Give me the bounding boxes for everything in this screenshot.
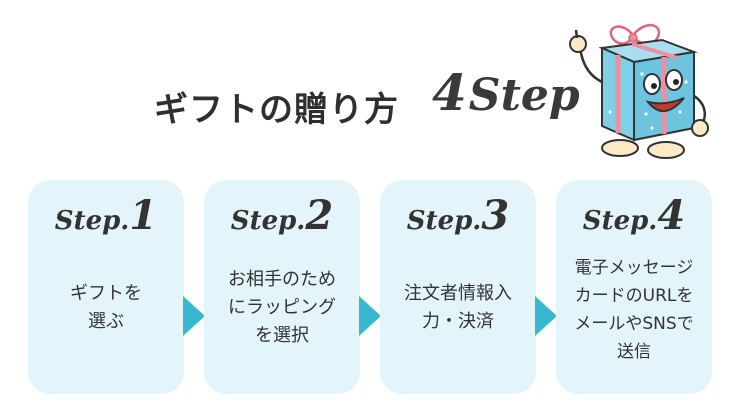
right-arrow-icon [183, 296, 205, 336]
step-label: Step.4 [556, 194, 712, 243]
step-description-line: 力・決済 [422, 311, 494, 332]
step-count-heading: 4Step [432, 68, 580, 118]
step-card-2: Step.2 お相手のため にラッピング を選択 [204, 180, 360, 394]
step-label-number: 4 [657, 192, 686, 239]
step-card-4: Step.4 電子メッセージ カードのURLを メールやSNSで 送信 [556, 180, 712, 394]
step-description-line: メールやSNSで [574, 314, 694, 334]
step-description: お相手のため にラッピング を選択 [208, 266, 356, 350]
page-title: ギフトの贈り方 [154, 90, 399, 130]
step-description-line: 送信 [617, 342, 651, 362]
step-label: Step.2 [204, 194, 360, 243]
step-label-number: 3 [481, 192, 510, 239]
gift-box-mascot-icon [569, 23, 709, 159]
header: ギフトの贈り方 4Step [0, 0, 734, 175]
step-card-3: Step.3 注文者情報入 力・決済 [380, 180, 536, 394]
step-description-line: 選ぶ [88, 311, 124, 332]
step-description-line: 注文者情報入 [404, 283, 512, 304]
step-label-word: Step. [582, 206, 658, 236]
step-description-line: 電子メッセージ [574, 258, 694, 278]
step-count-number: 4 [432, 63, 467, 122]
step-card-1: Step.1 ギフトを 選ぶ [28, 180, 184, 394]
step-description: 注文者情報入 力・決済 [384, 280, 532, 336]
right-arrow-icon [359, 296, 381, 336]
step-label: Step.1 [28, 194, 184, 243]
step-description-line: にラッピング [228, 297, 336, 318]
step-label-number: 1 [129, 192, 158, 239]
right-arrow-icon [535, 296, 557, 336]
step-label-word: Step. [406, 206, 482, 236]
step-label: Step.3 [380, 194, 536, 243]
step-description-line: カードのURLを [574, 286, 694, 306]
step-description: ギフトを 選ぶ [32, 280, 180, 336]
step-label-word: Step. [230, 206, 306, 236]
step-count-word: Step [468, 70, 580, 121]
step-description-line: お相手のため [228, 269, 336, 290]
step-description: 電子メッセージ カードのURLを メールやSNSで 送信 [556, 254, 712, 366]
step-label-word: Step. [54, 206, 130, 236]
step-description-line: ギフトを [70, 283, 142, 304]
step-label-number: 2 [305, 192, 334, 239]
step-description-line: を選択 [255, 325, 309, 346]
